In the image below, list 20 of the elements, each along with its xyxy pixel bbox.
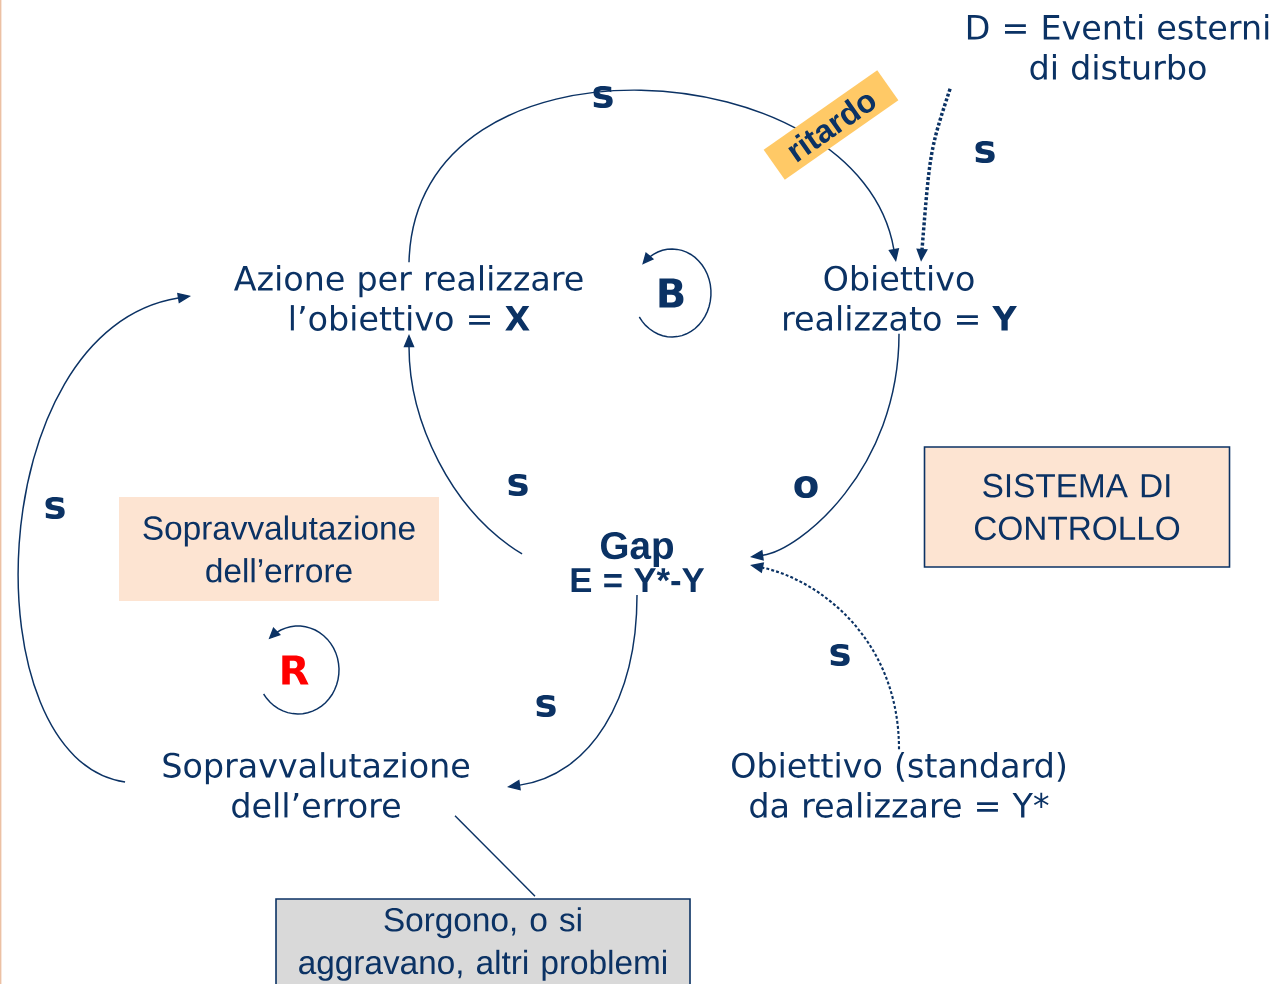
edge-label: s bbox=[830, 643, 850, 667]
text-label: Gap E = Y*-Y bbox=[571, 531, 705, 593]
arrow bbox=[408, 89, 900, 263]
text-label: D = Eventi esterni di disturbo bbox=[967, 14, 1269, 80]
edge-label: s bbox=[536, 694, 556, 718]
leader-line bbox=[454, 815, 536, 897]
text-label: Obiettivo realizzato = Y bbox=[784, 265, 1017, 331]
text-label: Sopravvalutazione dell’errore bbox=[163, 752, 469, 818]
text-label: Obiettivo (standard) da realizzare = Y* bbox=[732, 752, 1065, 818]
loop-label: B bbox=[659, 278, 684, 308]
edge-label: s bbox=[975, 140, 995, 164]
edge-label: s bbox=[593, 85, 613, 109]
edge-label: s bbox=[508, 473, 528, 497]
edge-label: o bbox=[794, 475, 818, 499]
loop-label: R bbox=[282, 655, 309, 685]
note-box: Sopravvalutazione dell’errore bbox=[119, 497, 439, 601]
note-box: Sorgono, o si aggravano, altri problemi bbox=[275, 898, 691, 984]
text-label: Azione per realizzare l’obiettivo = X bbox=[234, 265, 583, 331]
edge-label: s bbox=[45, 496, 65, 520]
note-box: SISTEMA DI CONTROLLO bbox=[923, 446, 1231, 568]
